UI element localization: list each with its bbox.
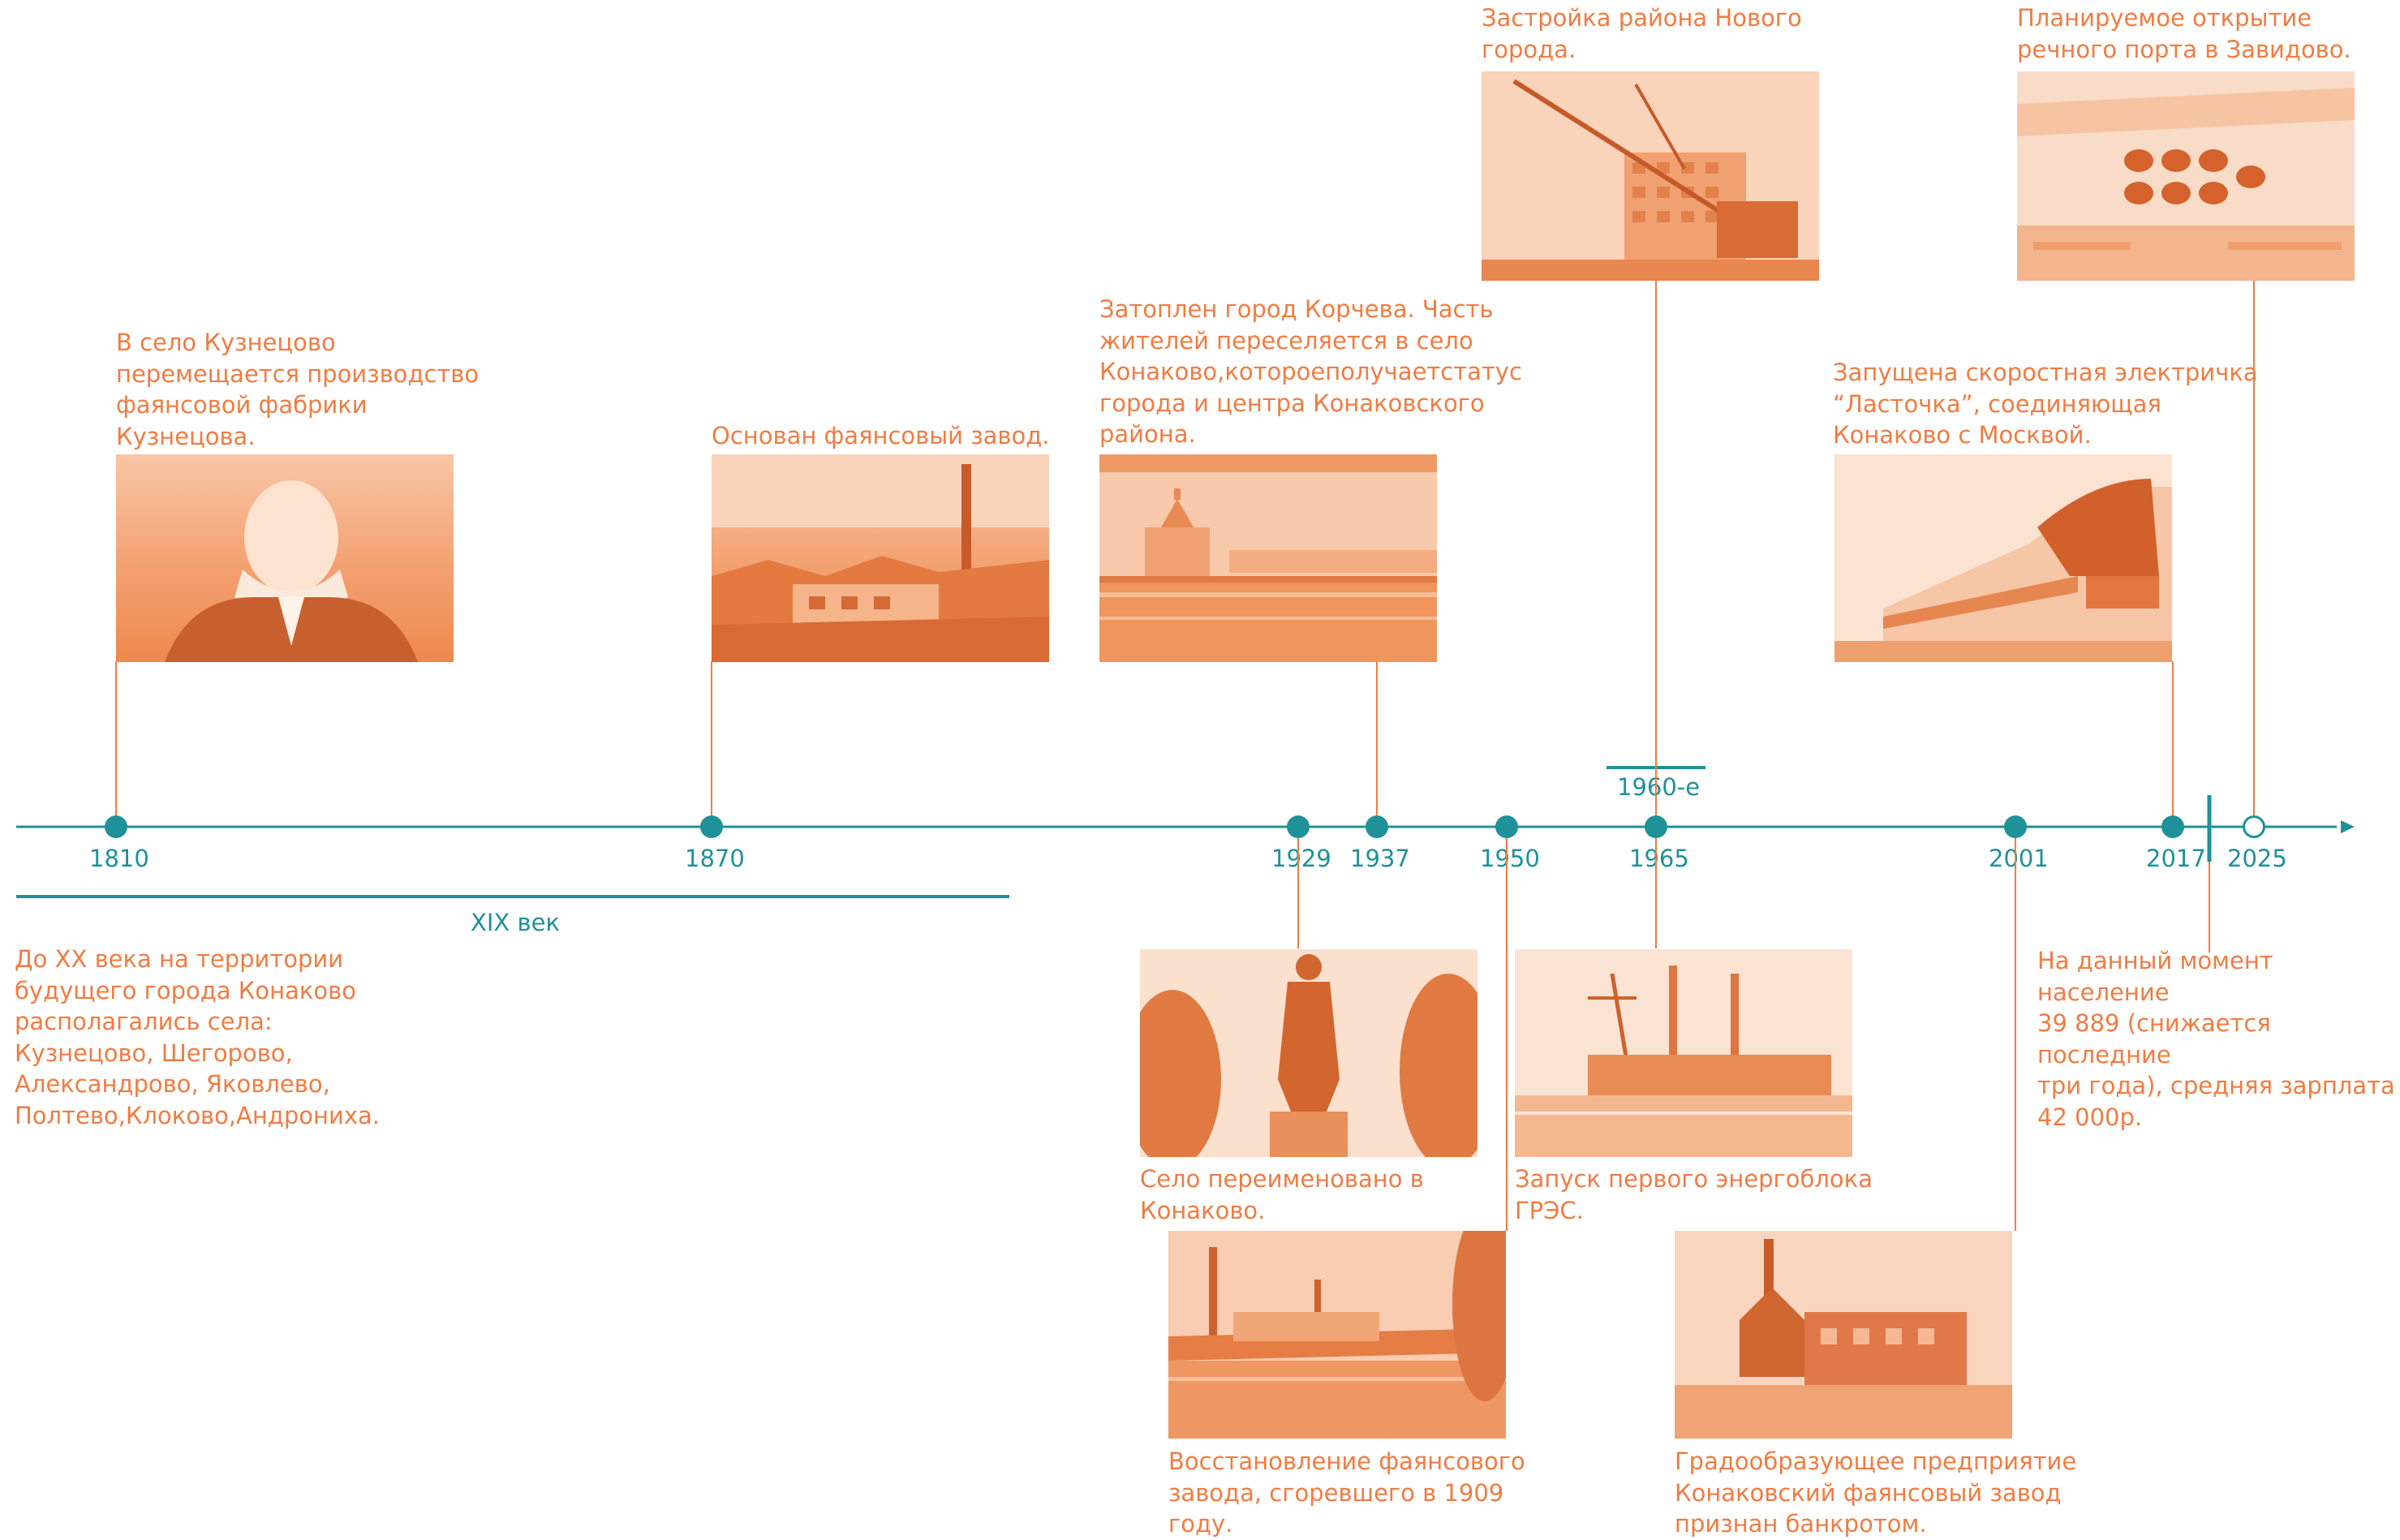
- connector-line: [2253, 280, 2255, 815]
- event-caption: На данный момент население 39 889 (снижа…: [2037, 947, 2395, 1131]
- year-dot: [1495, 815, 1518, 838]
- year-dot: [700, 815, 723, 838]
- event-caption: Градообразующее предприятие Конаковский …: [1675, 1448, 2077, 1538]
- year-dot: [1366, 815, 1388, 838]
- year-label: 1950: [1480, 845, 1540, 872]
- connector-line: [2209, 862, 2210, 953]
- year-dot: [2004, 815, 2027, 838]
- photo-church-riverside: [1099, 454, 1437, 662]
- event-caption: Восстановление фаянсового завода, сгорев…: [1168, 1448, 1525, 1538]
- decade-label: 1960-е: [1617, 773, 1701, 801]
- connector-line: [1297, 838, 1299, 949]
- connector-line: [2172, 661, 2174, 815]
- year-dot: [2161, 815, 2184, 838]
- year-label: 2001: [1989, 845, 2049, 872]
- year-label: 2025: [2227, 845, 2287, 872]
- event-caption: Основан фаянсовый завод.: [712, 422, 1050, 450]
- connector-line: [1655, 838, 1657, 949]
- event-caption: Планируемое открытие речного порта в Зав…: [2017, 4, 2351, 63]
- event-caption: Затоплен город Корчева. Часть жителей пе…: [1099, 295, 1522, 448]
- year-dot-planned: [2243, 815, 2265, 838]
- event-caption: В село Кузнецово перемещается производст…: [116, 329, 480, 450]
- connector-line: [711, 661, 712, 815]
- photo-port-model: [2017, 71, 2355, 281]
- year-label: 1929: [1271, 845, 1331, 872]
- event-caption: Запуск первого энергоблока ГРЭС.: [1515, 1165, 1873, 1224]
- connector-line: [1376, 661, 1378, 815]
- event-caption: Застройка района Нового города.: [1482, 4, 1802, 63]
- photo-power-plant: [1515, 949, 1852, 1157]
- photo-construction-crane: [1482, 71, 1819, 281]
- year-dot: [1645, 815, 1667, 838]
- event-caption: Запущена скоростная электричка “Ласточка…: [1833, 359, 2258, 449]
- year-label: 1965: [1629, 845, 1689, 872]
- photo-ruined-factory: [1675, 1231, 2012, 1439]
- year-label: 1870: [685, 845, 745, 872]
- connector-line: [1506, 838, 1508, 1231]
- photo-factory-river: [1168, 1231, 1506, 1439]
- photo-statue: [1140, 949, 1477, 1157]
- year-dot: [1287, 815, 1310, 838]
- photo-portrait: [116, 454, 454, 662]
- year-label: 1810: [89, 845, 149, 872]
- event-caption: Село переименовано в Конаково.: [1140, 1165, 1424, 1224]
- year-label: 2017: [2146, 845, 2206, 872]
- connector-line: [2015, 838, 2016, 1231]
- year-label: 1937: [1350, 845, 1410, 872]
- axis-arrow-icon: [2341, 820, 2355, 833]
- year-dot: [105, 815, 127, 838]
- photo-train: [1834, 454, 2172, 662]
- connector-line: [115, 661, 117, 815]
- photo-factory-chimney: [712, 454, 1049, 662]
- century-label: XIX век: [471, 909, 560, 936]
- event-caption: До XX века на территории будущего города…: [15, 945, 381, 1129]
- connector-line: [1655, 280, 1657, 815]
